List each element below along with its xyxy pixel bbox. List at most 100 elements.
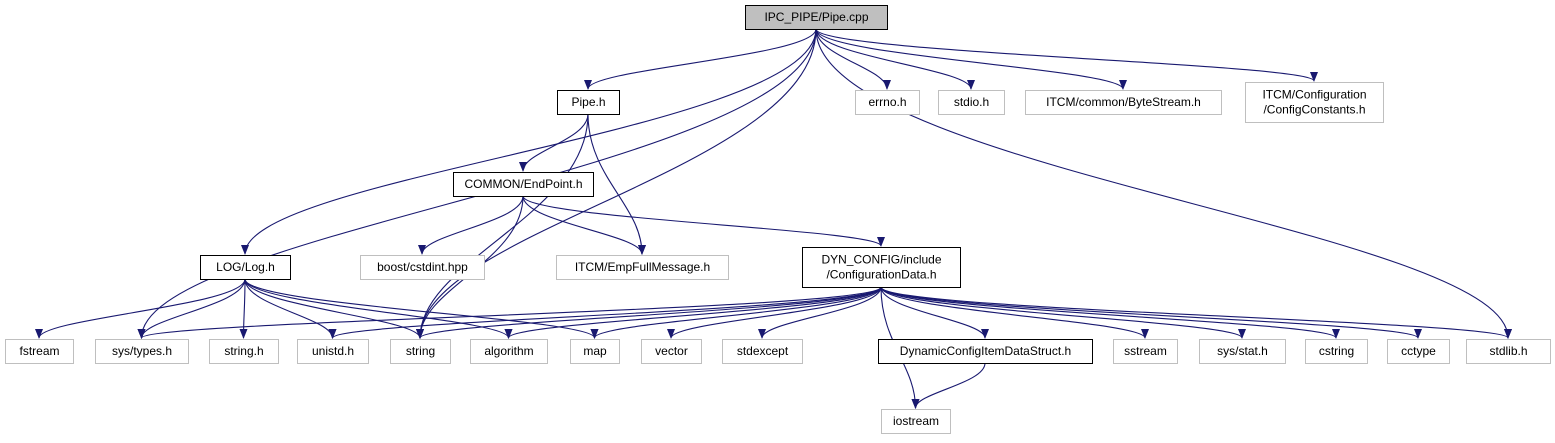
node-map: map — [570, 339, 620, 364]
node-box — [802, 247, 961, 288]
node-string: string — [390, 339, 451, 364]
node-stdexcept: stdexcept — [722, 339, 803, 364]
node-iostream: iostream — [881, 409, 951, 434]
edge-configurationdata_h-to-cctype — [880, 286, 1422, 339]
edge-configurationdata_h-to-cstring — [880, 286, 1340, 339]
node-label: string — [406, 344, 435, 358]
node-label: stdlib.h — [1489, 344, 1527, 358]
node-errno-h: errno.h — [855, 90, 920, 115]
node-label: LOG/Log.h — [216, 260, 275, 274]
node-box — [390, 339, 451, 364]
node-label: boost/cstdint.hpp — [377, 260, 468, 274]
edge-log_h-to-fstream — [35, 278, 246, 339]
node-label: ITCM/EmpFullMessage.h — [575, 260, 710, 274]
node-box — [470, 339, 548, 364]
node-box — [200, 255, 291, 280]
edge-configurationdata_h-to-stdlib_h — [880, 286, 1512, 339]
node-box — [1113, 339, 1178, 364]
node-label: cctype — [1401, 344, 1436, 358]
edge-log_h-to-string — [244, 278, 424, 339]
node-label: stdexcept — [737, 344, 789, 358]
node-configconstants-h: ITCM/Configuration/ConfigConstants.h — [1245, 82, 1384, 123]
node-box — [556, 255, 729, 280]
node-box — [881, 409, 951, 434]
edge-configurationdata_h-to-dynamicconfigitem_h — [880, 286, 989, 339]
node-box — [1025, 90, 1222, 115]
edge-log_h-to-map — [244, 278, 599, 339]
edge-dynamicconfigitem_h-to-iostream — [911, 362, 986, 409]
node-label: ITCM/Configuration — [1262, 88, 1366, 102]
node-label: COMMON/EndPoint.h — [464, 177, 582, 191]
node-label: Pipe.h — [571, 95, 605, 109]
edge-configurationdata_h-to-sstream — [880, 286, 1149, 339]
node-stdlib-h: stdlib.h — [1466, 339, 1551, 364]
node-pipe-h[interactable]: Pipe.h — [557, 90, 620, 115]
edge-pipe_h-to-string — [416, 113, 589, 339]
node-fstream: fstream — [5, 339, 74, 364]
node-label: iostream — [893, 414, 939, 428]
node-box — [722, 339, 803, 364]
node-endpoint-h[interactable]: COMMON/EndPoint.h — [453, 172, 594, 197]
node-box — [453, 172, 594, 197]
node-label: vector — [655, 344, 688, 358]
edge-pipe_cpp-to-stdlib_h — [815, 28, 1512, 339]
edge-log_h-to-string_h — [239, 278, 248, 339]
node-box — [297, 339, 369, 364]
node-vector: vector — [641, 339, 702, 364]
node-box — [95, 339, 189, 364]
node-label: stdio.h — [954, 95, 989, 109]
node-cstdint-hpp: boost/cstdint.hpp — [360, 255, 485, 280]
node-stdio-h: stdio.h — [938, 90, 1005, 115]
node-label: map — [583, 344, 607, 358]
node-box — [1199, 339, 1286, 364]
node-label: ITCM/common/ByteStream.h — [1046, 95, 1201, 109]
node-label: sys/stat.h — [1217, 344, 1268, 358]
node-box — [855, 90, 920, 115]
node-box — [360, 255, 485, 280]
edge-pipe_cpp-to-bytestream_h — [815, 28, 1127, 90]
node-sys-stat-h: sys/stat.h — [1199, 339, 1286, 364]
edge-endpoint_h-to-empfullmessage_h — [522, 195, 646, 255]
edge-pipe_cpp-to-string — [416, 28, 817, 339]
node-label: sys/types.h — [112, 344, 172, 358]
node-box — [745, 5, 888, 30]
edge-configurationdata_h-to-unistd_h — [328, 286, 882, 339]
node-unistd-h: unistd.h — [297, 339, 369, 364]
node-cstring: cstring — [1305, 339, 1368, 364]
edge-endpoint_h-to-configurationdata_h — [522, 195, 885, 247]
node-label: errno.h — [868, 95, 906, 109]
edge-pipe_cpp-to-stdio_h — [815, 28, 975, 90]
node-box — [938, 90, 1005, 115]
edge-pipe_cpp-to-configconstants_h — [815, 28, 1318, 82]
edge-configurationdata_h-to-sys_types_h — [137, 286, 882, 339]
edge-pipe_cpp-to-errno_h — [815, 28, 891, 90]
node-configurationdata-h[interactable]: DYN_CONFIG/include/ConfigurationData.h — [802, 247, 961, 288]
edge-configurationdata_h-to-map — [590, 286, 882, 339]
node-box — [1305, 339, 1368, 364]
node-algorithm: algorithm — [470, 339, 548, 364]
node-label: DynamicConfigItemDataStruct.h — [900, 344, 1071, 358]
edge-configurationdata_h-to-stdexcept — [758, 286, 882, 339]
edge-pipe_cpp-to-pipe_h — [584, 28, 817, 90]
edge-pipe_cpp-to-log_h — [241, 28, 817, 255]
node-bytestream-h: ITCM/common/ByteStream.h — [1025, 90, 1222, 115]
node-label: algorithm — [484, 344, 533, 358]
edges-layer — [35, 28, 1512, 409]
node-label: IPC_PIPE/Pipe.cpp — [764, 10, 868, 24]
edge-configurationdata_h-to-string — [416, 286, 882, 339]
node-log-h[interactable]: LOG/Log.h — [200, 255, 291, 280]
node-label: unistd.h — [312, 344, 354, 358]
node-box — [5, 339, 74, 364]
node-label: cstring — [1319, 344, 1354, 358]
node-label: string.h — [224, 344, 263, 358]
node-sstream: sstream — [1113, 339, 1178, 364]
node-label: /ConfigConstants.h — [1263, 103, 1365, 117]
node-pipe-cpp[interactable]: IPC_PIPE/Pipe.cpp — [745, 5, 888, 30]
edge-pipe_h-to-endpoint_h — [519, 113, 589, 172]
node-box — [1387, 339, 1450, 364]
node-label: /ConfigurationData.h — [826, 268, 936, 282]
edge-endpoint_h-to-cstdint_hpp — [418, 195, 524, 255]
edge-configurationdata_h-to-vector — [667, 286, 882, 339]
node-dynamicconfigitem-h[interactable]: DynamicConfigItemDataStruct.h — [878, 339, 1093, 364]
